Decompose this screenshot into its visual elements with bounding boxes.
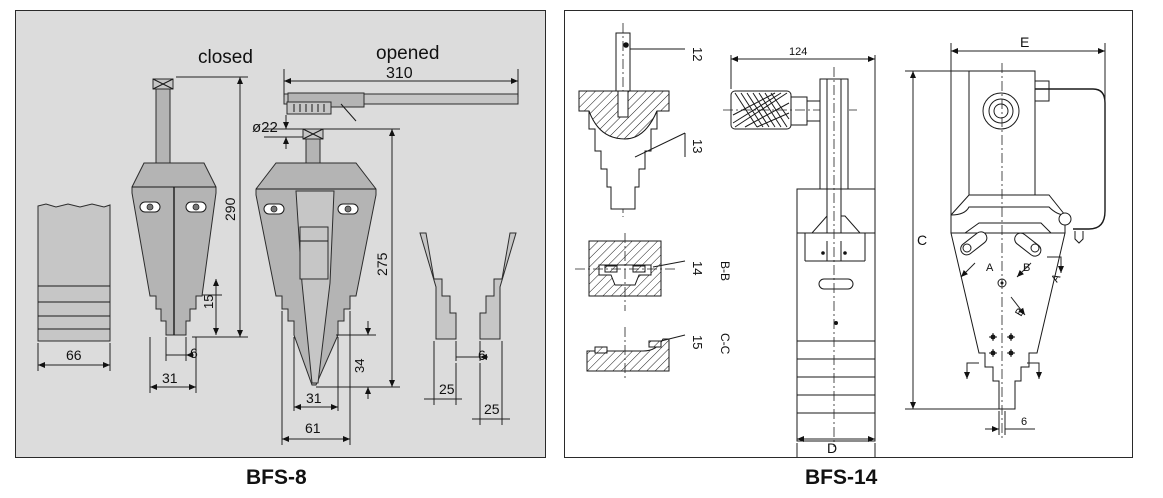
ref-13-label: 13 — [690, 139, 705, 153]
dim-15-label: 15 — [201, 295, 216, 309]
bfs8-drawing-panel: 66 closed 290 15 6 31 — [15, 10, 546, 458]
mark-B-left: B — [1023, 262, 1030, 274]
caption-bfs8: BFS-8 — [246, 466, 307, 489]
dim-E-label: E — [1020, 34, 1029, 50]
dim-C-label: C — [917, 232, 927, 248]
dim-6-jaw-label: 6 — [478, 347, 486, 363]
bfs8-side-block: 66 — [37, 203, 111, 371]
bfs8-opened-spreader — [255, 92, 519, 386]
bfs8-jaw-profiles — [419, 232, 517, 340]
caption-bfs14: BFS-14 — [805, 466, 878, 489]
ref-12-label: 12 — [690, 47, 705, 61]
section-bb-label: B-B — [718, 261, 732, 281]
dim-66-label: 66 — [66, 347, 82, 363]
ref-14-label: 14 — [690, 261, 705, 275]
bfs8-drawing: 66 closed 290 15 6 31 — [37, 43, 519, 445]
dim-22-label: ø22 — [252, 119, 278, 136]
section-cc-label: C-C — [718, 333, 732, 355]
bfs8-closed-spreader — [131, 78, 217, 336]
dim-275-label: 275 — [374, 252, 390, 276]
dim-31-closed-label: 31 — [162, 370, 178, 386]
dim-310-label: 310 — [386, 65, 413, 82]
dim-124-label: 124 — [789, 46, 807, 58]
bfs14-side-view — [950, 63, 1106, 441]
dim-D-label: D — [827, 440, 837, 456]
bfs14-drawing: 12 13 14 B-B 15 C-C — [575, 23, 1106, 457]
mark-A-left: A — [986, 262, 994, 274]
label-closed: closed — [198, 47, 253, 68]
dim-25b-label: 25 — [484, 401, 500, 417]
ref-15-label: 15 — [690, 335, 705, 349]
bfs14-front-view — [723, 67, 876, 447]
bfs14-drawing-panel: 12 13 14 B-B 15 C-C — [564, 10, 1133, 458]
dim-61-label: 61 — [305, 420, 321, 436]
dim-25a-label: 25 — [439, 381, 455, 397]
detail-12-13 — [578, 23, 686, 217]
detail-14-section-bb — [575, 233, 686, 311]
label-opened: opened — [376, 43, 439, 64]
detail-15-section-cc — [586, 327, 686, 381]
dim-31-open-label: 31 — [306, 390, 322, 406]
dim-34-label: 34 — [352, 359, 367, 373]
dim-6-label: 6 — [1021, 416, 1027, 428]
dim-6-closed-label: 6 — [190, 345, 198, 361]
dim-290-label: 290 — [222, 197, 238, 221]
